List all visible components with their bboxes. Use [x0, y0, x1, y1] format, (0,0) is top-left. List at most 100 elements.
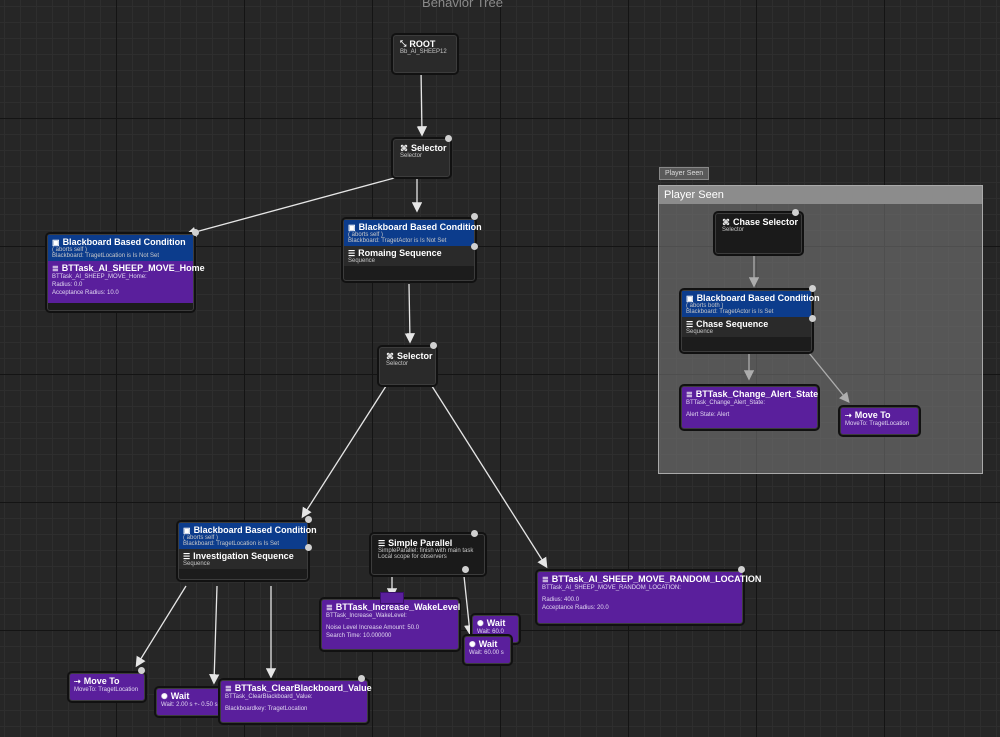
- task-icon: ≣: [326, 602, 333, 612]
- comment-tab[interactable]: Player Seen: [659, 167, 710, 180]
- selector-label: Chase Selector: [733, 217, 799, 227]
- task-line: BTTask_Change_Alert_State:: [686, 400, 766, 406]
- parallel-pin[interactable]: [471, 530, 478, 537]
- blackboard-icon: ▣: [52, 237, 60, 247]
- task-icon: ≣: [542, 574, 549, 584]
- root-label: ROOT: [409, 39, 436, 49]
- selector-node-middle[interactable]: ⌘Selector Selector: [379, 347, 436, 385]
- chase-selector-node[interactable]: ⌘Chase Selector Selector: [715, 213, 802, 254]
- task-title: BTTask_AI_SHEEP_MOVE_Home: [61, 263, 205, 273]
- selector-sub: Selector: [400, 153, 423, 159]
- move-to-sub: MoveTo: TragetLocation: [845, 421, 910, 427]
- decorator-line: Blackboard: TragetLocation is Is Not Set: [52, 253, 160, 259]
- roaming-node[interactable]: ▣Blackboard Based Condition ( aborts sel…: [343, 219, 482, 281]
- increase-wakelevel-task[interactable]: ≣BTTask_Increase_WakeLevel BTTask_Increa…: [321, 599, 460, 650]
- task-title: BTTask_AI_SHEEP_MOVE_RANDOM_LOCATION: [551, 574, 762, 584]
- clear-blackboard-pin[interactable]: [358, 675, 365, 682]
- root-icon: ⤡: [400, 39, 407, 48]
- selector-label: Selector: [411, 143, 447, 153]
- decorator-title: Blackboard Based Condition: [193, 525, 317, 535]
- investigation-pin[interactable]: [305, 516, 312, 523]
- sequence-title: Investigation Sequence: [193, 551, 294, 561]
- clear-blackboard-task[interactable]: ≣BTTask_ClearBlackboard_Value BTTask_Cle…: [220, 680, 372, 723]
- task-line: Radius: 0.0: [52, 282, 83, 288]
- chase-pin[interactable]: [809, 285, 816, 292]
- parallel-icon: ☰: [378, 538, 386, 548]
- decorator-line: Blackboard: TragetLocation is Is Set: [183, 541, 280, 547]
- roaming-pin[interactable]: [471, 213, 478, 220]
- roaming-sequence[interactable]: ☰Romaing Sequence Sequence: [344, 246, 474, 266]
- wait-title: Wait: [170, 691, 190, 701]
- wait-title: Wait: [478, 639, 498, 649]
- blackboard-icon: ▣: [183, 525, 191, 535]
- move-to-title: Move To: [854, 410, 891, 420]
- parallel-line: Local scope for observers: [378, 554, 447, 560]
- wait-task[interactable]: ✺Wait Wait: 2.00 s +- 0.50 s: [156, 688, 226, 716]
- home-pin[interactable]: [192, 229, 199, 236]
- clock-icon: ✺: [477, 618, 484, 628]
- task-icon: ≣: [225, 683, 232, 693]
- selector-pin[interactable]: [792, 209, 799, 216]
- selector-pin[interactable]: [445, 135, 452, 142]
- sequence-title: Romaing Sequence: [358, 248, 442, 258]
- move-to-pin[interactable]: [138, 667, 145, 674]
- sequence-sub: Sequence: [348, 258, 376, 264]
- home-branch-node[interactable]: ▣Blackboard Based Condition ( aborts sel…: [47, 234, 205, 311]
- move-to-icon: ⇢: [845, 410, 852, 420]
- task-line: Acceptance Radius: 10.0: [52, 290, 119, 296]
- move-to-icon: ⇢: [74, 676, 81, 686]
- move-to-title: Move To: [83, 676, 120, 686]
- blackboard-condition-decorator[interactable]: ▣Blackboard Based Condition ( aborts sel…: [344, 220, 482, 246]
- selector-icon: ⌘: [722, 217, 730, 227]
- root-node[interactable]: ⤡ROOT Bb_AI_SHEEP12: [393, 35, 457, 73]
- wait-sub: Wait: 2.00 s +- 0.50 s: [161, 702, 218, 708]
- clock-icon: ✺: [161, 691, 168, 701]
- chase-sequence-node[interactable]: ▣Blackboard Based Condition ( aborts bot…: [681, 290, 820, 352]
- blackboard-condition-decorator[interactable]: ▣Blackboard Based Condition ( aborts bot…: [682, 291, 820, 317]
- move-home-task[interactable]: ≣BTTask_AI_SHEEP_MOVE_Home BTTask_AI_SHE…: [48, 261, 205, 303]
- move-to-task[interactable]: ⇢Move To MoveTo: TragetLocation: [69, 673, 145, 701]
- sequence-icon: ☰: [183, 551, 191, 561]
- task-line: Acceptance Radius: 20.0: [542, 605, 609, 611]
- task-line: Radius: 400.0: [542, 597, 580, 603]
- decorator-line: ( aborts self ): [348, 232, 384, 238]
- root-sub: Bb_AI_SHEEP12: [400, 49, 447, 55]
- selector-icon: ⌘: [400, 143, 408, 153]
- task-line: BTTask_AI_SHEEP_MOVE_Home:: [52, 274, 147, 280]
- parallel-pin[interactable]: [462, 566, 469, 573]
- change-alert-state-task[interactable]: ≣BTTask_Change_Alert_State BTTask_Change…: [681, 386, 818, 429]
- task-line: Search Time: 10.000000: [326, 633, 392, 639]
- decorator-title: Blackboard Based Condition: [358, 222, 482, 232]
- decorator-line: ( aborts both ): [686, 303, 724, 309]
- comment-header: Player Seen: [659, 186, 982, 204]
- chase-sequence[interactable]: ☰Chase Sequence Sequence: [682, 317, 811, 337]
- blackboard-condition-decorator[interactable]: ▣Blackboard Based Condition ( aborts sel…: [48, 235, 193, 261]
- task-line: BTTask_Increase_WakeLevel:: [326, 613, 407, 619]
- chase-pin[interactable]: [809, 315, 816, 322]
- selector-icon: ⌘: [386, 351, 394, 361]
- parallel-main-slot: [380, 592, 404, 604]
- blackboard-icon: ▣: [686, 293, 694, 303]
- wait-task[interactable]: ✺Wait Wait: 60.00 s: [464, 636, 511, 664]
- investigation-sequence[interactable]: ☰Investigation Sequence Sequence: [179, 549, 307, 569]
- random-pin[interactable]: [738, 566, 745, 573]
- roaming-pin[interactable]: [471, 243, 478, 250]
- investigation-node[interactable]: ▣Blackboard Based Condition ( aborts sel…: [178, 522, 317, 580]
- sequence-icon: ☰: [686, 319, 694, 329]
- selector-sub: Selector: [386, 361, 409, 367]
- selector-node-top[interactable]: ⌘Selector Selector: [393, 139, 450, 177]
- random-location-task[interactable]: ≣BTTask_AI_SHEEP_MOVE_RANDOM_LOCATION BT…: [537, 571, 761, 624]
- sequence-title: Chase Sequence: [696, 319, 769, 329]
- sequence-sub: Sequence: [183, 561, 211, 567]
- decorator-title: Blackboard Based Condition: [696, 293, 820, 303]
- investigation-pin[interactable]: [305, 544, 312, 551]
- move-to-sub: MoveTo: TragetLocation: [74, 687, 139, 693]
- graph-title: Behavior Tree: [422, 0, 503, 10]
- selector-label: Selector: [397, 351, 433, 361]
- move-to-task[interactable]: ⇢Move To MoveTo: TragetLocation: [840, 407, 919, 435]
- blackboard-condition-decorator[interactable]: ▣Blackboard Based Condition ( aborts sel…: [179, 523, 317, 549]
- decorator-line: ( aborts self ): [52, 247, 88, 253]
- task-line: BTTask_AI_SHEEP_MOVE_RANDOM_LOCATION:: [542, 585, 681, 591]
- selector-sub: Selector: [722, 227, 745, 233]
- selector-pin[interactable]: [430, 342, 437, 349]
